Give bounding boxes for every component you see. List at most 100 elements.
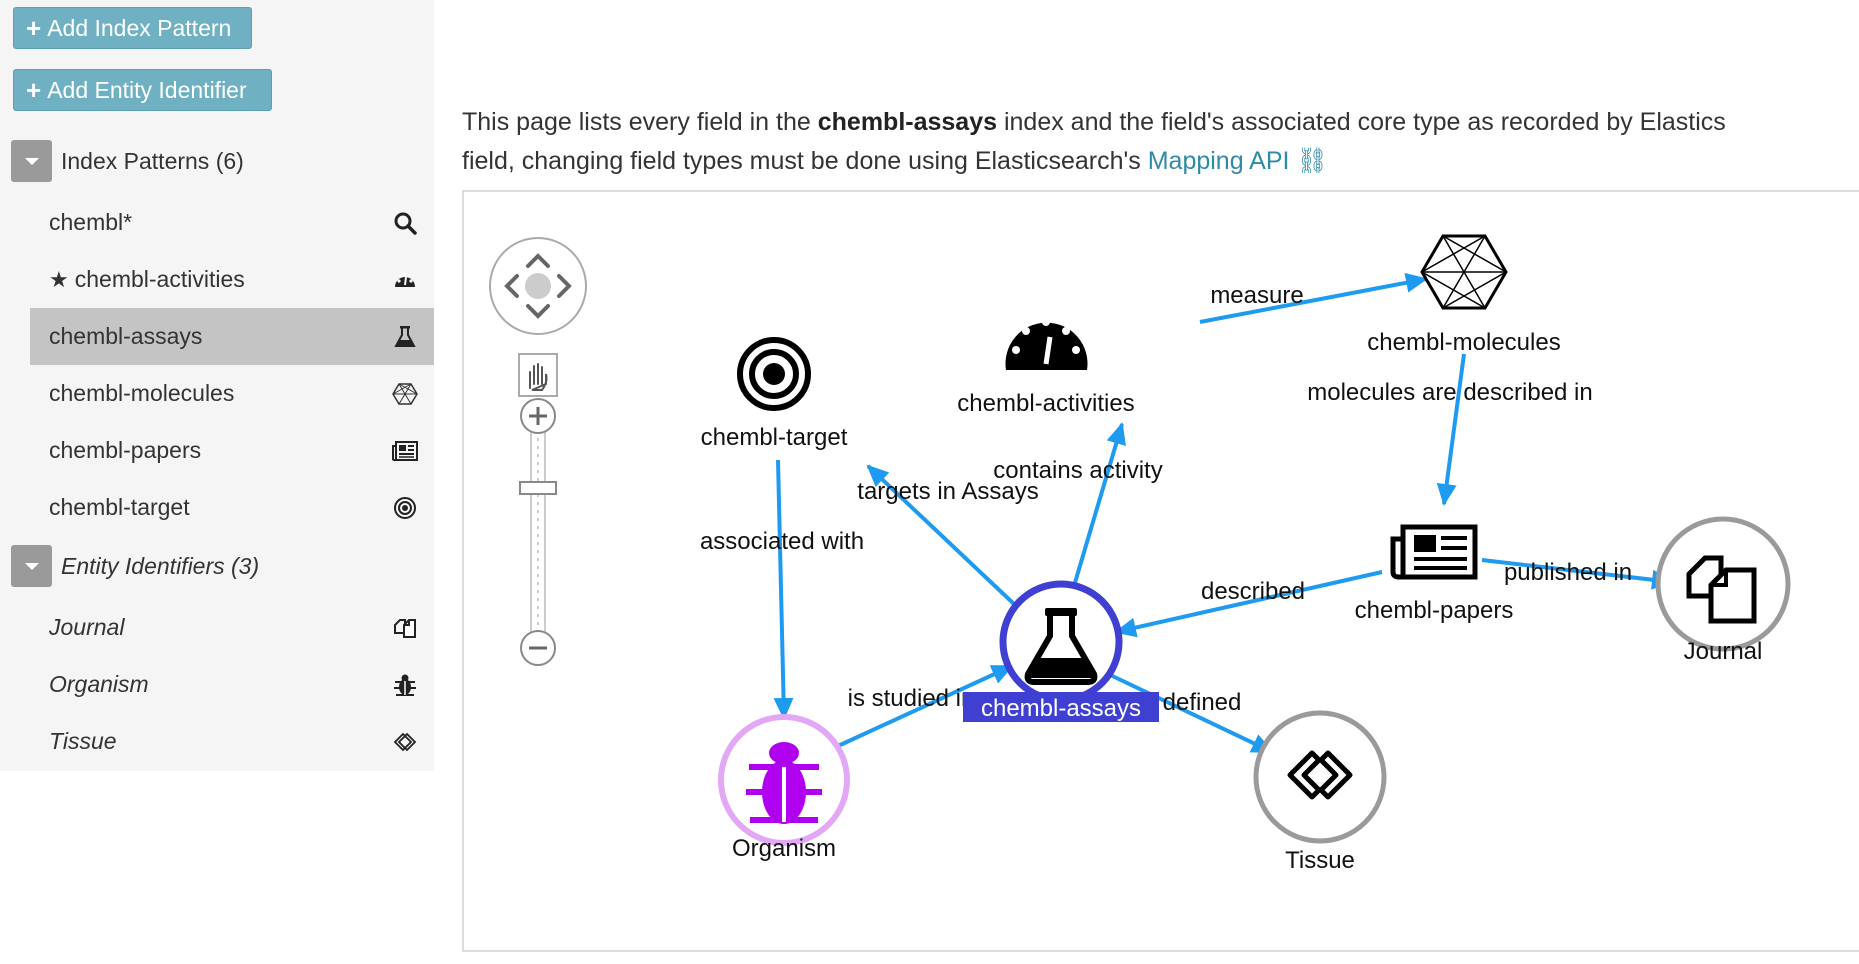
zoom-out-button[interactable] xyxy=(520,630,556,666)
node-label: chembl-papers xyxy=(1355,597,1514,624)
edge-label: is studied in xyxy=(848,685,975,712)
index-patterns-title: Index Patterns (6) xyxy=(61,147,244,174)
edge-contains-activity xyxy=(1072,422,1126,587)
edge-defined xyxy=(1103,670,1274,754)
caret-down-icon xyxy=(24,157,39,165)
page-description: This page lists every field in the chemb… xyxy=(462,103,1859,181)
node-chembl-papers[interactable]: chembl-papers xyxy=(1355,524,1514,624)
node-label: Journal xyxy=(1684,638,1763,665)
molecule-icon xyxy=(392,381,418,407)
zoom-in-button[interactable] xyxy=(520,398,556,434)
node-label: chembl-molecules xyxy=(1367,329,1560,356)
index-name: chembl-assays xyxy=(817,108,998,136)
collapse-index-patterns-toggle[interactable] xyxy=(11,140,52,182)
node-tissue[interactable]: Tissue xyxy=(1253,710,1387,874)
node-label: chembl-activities xyxy=(957,390,1134,417)
node-chembl-assays[interactable]: chembl-assays xyxy=(963,580,1159,722)
tissue-icon xyxy=(1287,750,1353,800)
caret-down-icon xyxy=(24,562,39,570)
sidebar-item-label: chembl-molecules xyxy=(49,380,235,406)
plus-icon: + xyxy=(26,75,42,105)
entity-identifiers-title: Entity Identifiers (3) xyxy=(61,552,260,579)
documents-icon xyxy=(1686,555,1757,624)
pan-control[interactable] xyxy=(489,237,587,335)
edge-molecules-described-in xyxy=(1436,353,1466,506)
sidebar-item-organism[interactable]: Organism xyxy=(30,656,434,713)
flask-icon xyxy=(1024,608,1098,685)
zoom-slider-handle[interactable] xyxy=(519,481,557,495)
newspaper-icon xyxy=(392,438,418,464)
description-text: This page lists every field in the xyxy=(462,108,818,136)
edge-described xyxy=(1114,570,1383,638)
sidebar-item-label: Organism xyxy=(49,671,149,697)
sidebar-item-label: Tissue xyxy=(49,728,117,754)
node-label: chembl-target xyxy=(701,424,848,451)
add-entity-identifier-button[interactable]: + Add Entity Identifier xyxy=(13,69,272,111)
hand-tool-button[interactable] xyxy=(518,353,558,397)
sidebar-item-chembl-molecules[interactable]: chembl-molecules xyxy=(30,365,434,422)
node-chembl-target[interactable]: chembl-target xyxy=(701,337,848,451)
add-entity-identifier-label: Add Entity Identifier xyxy=(47,76,247,103)
sidebar-item-label: chembl-assays xyxy=(49,323,203,349)
sidebar-item-chembl-star[interactable]: chembl* xyxy=(30,194,434,251)
sidebar-item-journal[interactable]: Journal xyxy=(30,599,434,656)
plus-icon: + xyxy=(26,13,42,43)
bug-icon xyxy=(392,672,418,698)
mapping-api-link[interactable]: Mapping API xyxy=(1147,147,1290,175)
target-icon xyxy=(392,495,418,521)
edge-measure xyxy=(1199,272,1428,324)
edge-published-in xyxy=(1481,558,1674,590)
star-icon: ★ xyxy=(49,266,69,292)
graph-edges xyxy=(773,272,1674,754)
edge-label: associated with xyxy=(700,528,864,555)
target-icon xyxy=(737,337,811,411)
node-journal[interactable]: Journal xyxy=(1655,516,1791,665)
collapse-entity-identifiers-toggle[interactable] xyxy=(11,545,52,587)
relational-graph[interactable]: measure molecules are described in conta… xyxy=(462,190,1859,952)
add-index-pattern-button[interactable]: + Add Index Pattern xyxy=(13,7,252,49)
sidebar-item-label: chembl-target xyxy=(49,494,190,520)
edge-associated-with xyxy=(773,459,794,720)
newspaper-icon xyxy=(1390,524,1478,580)
edge-label: targets in Assays xyxy=(857,478,1038,505)
description-text: field, changing field types must be done… xyxy=(462,147,1148,175)
external-link-icon[interactable]: ⛓ xyxy=(1289,147,1329,175)
sidebar: + Add Index Pattern + Add Entity Identif… xyxy=(0,0,434,771)
dashboard-icon xyxy=(392,267,418,293)
dashboard-icon xyxy=(1005,318,1088,370)
zoom-slider[interactable] xyxy=(519,429,557,635)
flask-icon xyxy=(392,324,418,350)
edge-targets-in-assays xyxy=(866,464,1016,606)
sidebar-item-chembl-target[interactable]: chembl-target xyxy=(30,479,434,536)
description-text: index and the field's associated core ty… xyxy=(997,108,1726,136)
molecule-icon xyxy=(1420,234,1508,310)
node-chembl-molecules[interactable]: chembl-molecules xyxy=(1367,234,1561,356)
node-chembl-activities[interactable]: chembl-activities xyxy=(957,318,1135,417)
node-organism[interactable]: Organism xyxy=(718,714,850,862)
bug-icon xyxy=(746,742,822,824)
index-patterns-group-header: Index Patterns (6) xyxy=(11,140,244,182)
entity-identifiers-group-header: Entity Identifiers (3) xyxy=(11,545,259,587)
edge-is-studied-in xyxy=(837,664,1014,748)
node-label: Organism xyxy=(732,835,836,862)
node-label-highlight xyxy=(963,692,1159,722)
documents-icon xyxy=(392,615,418,641)
sidebar-item-label: chembl-papers xyxy=(49,437,202,463)
sidebar-item-chembl-activities[interactable]: ★chembl-activities xyxy=(30,251,434,308)
edge-labels: measure molecules are described in conta… xyxy=(700,282,1632,716)
sidebar-item-chembl-papers[interactable]: chembl-papers xyxy=(30,422,434,479)
sidebar-item-label: chembl* xyxy=(49,209,133,235)
edge-label: measure xyxy=(1210,282,1303,309)
sidebar-item-tissue[interactable]: Tissue xyxy=(30,713,434,770)
node-label: chembl-assays xyxy=(981,695,1141,722)
edge-label: described xyxy=(1201,578,1305,605)
edge-label: molecules are described in xyxy=(1307,379,1592,406)
edge-label: defined xyxy=(1163,689,1242,716)
add-index-pattern-label: Add Index Pattern xyxy=(47,14,232,41)
search-icon xyxy=(392,210,418,236)
sidebar-item-chembl-assays[interactable]: chembl-assays xyxy=(30,308,434,365)
sidebar-item-label: Journal xyxy=(49,614,125,640)
edge-label: published in xyxy=(1504,559,1632,586)
edge-label: contains activity xyxy=(993,457,1162,484)
tissue-icon xyxy=(392,729,418,755)
